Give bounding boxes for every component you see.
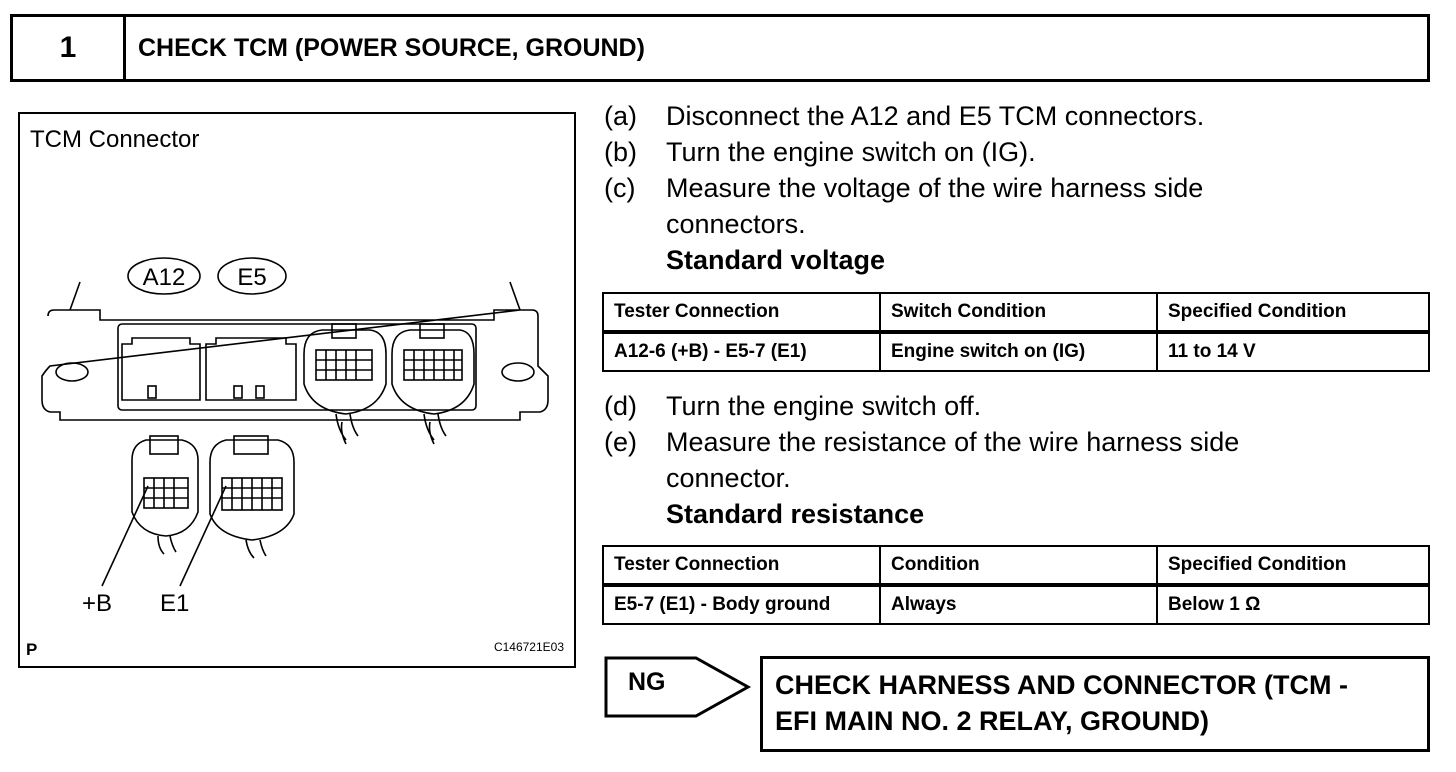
table-header-cell: Specified Condition <box>1156 292 1430 334</box>
step-text: Measure the voltage of the wire harness … <box>666 173 1204 239</box>
step-header: 1 CHECK TCM (POWER SOURCE, GROUND) <box>10 14 1430 82</box>
table-header-row: Tester Connection Switch Condition Speci… <box>602 292 1430 334</box>
table-header-cell: Tester Connection <box>602 545 881 587</box>
step-text: Turn the engine switch on (IG). <box>666 137 1036 167</box>
illustration-code: C146721E03 <box>493 640 564 654</box>
standard-resistance-table: Tester Connection Condition Specified Co… <box>602 545 1430 625</box>
procedure-steps-part2: (d) Turn the engine switch off. (e) Meas… <box>604 388 1434 532</box>
table-header-cell: Switch Condition <box>879 292 1158 334</box>
table-cell: Always <box>879 584 1158 625</box>
step-letter: (d) <box>604 391 637 421</box>
step-letter: (e) <box>604 427 637 457</box>
step-letter: (b) <box>604 137 637 167</box>
ng-action-line2: EFI MAIN NO. 2 RELAY, GROUND) <box>775 706 1210 736</box>
step-text: Disconnect the A12 and E5 TCM connectors… <box>666 101 1205 131</box>
standard-voltage-table: Tester Connection Switch Condition Speci… <box>602 292 1430 372</box>
connector-label-a12: A12 <box>143 264 186 291</box>
procedure-steps-part1: (a) Disconnect the A12 and E5 TCM connec… <box>604 98 1434 278</box>
table-cell: E5-7 (E1) - Body ground <box>602 584 881 625</box>
table-header-cell: Specified Condition <box>1156 545 1430 587</box>
table-header-cell: Condition <box>879 545 1158 587</box>
connector-figure: A12 E5 TCM Connector +B E1 P C146721E03 <box>18 112 576 668</box>
step-letter: (c) <box>604 173 636 203</box>
ng-action-box: CHECK HARNESS AND CONNECTOR (TCM - EFI M… <box>760 656 1430 752</box>
step-item: (a) Disconnect the A12 and E5 TCM connec… <box>604 98 1434 134</box>
standard-resistance-title: Standard resistance <box>666 499 925 529</box>
pin-label-e1: E1 <box>160 590 190 617</box>
step-item: (d) Turn the engine switch off. <box>604 388 1434 424</box>
table-cell: 11 to 14 V <box>1156 331 1430 372</box>
figure-title: TCM Connector <box>30 126 200 153</box>
step-text: Measure the resistance of the wire harne… <box>666 427 1240 493</box>
ng-label: NG <box>628 668 666 696</box>
table-row: A12-6 (+B) - E5-7 (E1) Engine switch on … <box>602 331 1430 372</box>
table-header-cell: Tester Connection <box>602 292 881 334</box>
table-cell: Below 1 Ω <box>1156 584 1430 625</box>
step-number: 1 <box>13 17 126 79</box>
table-header-row: Tester Connection Condition Specified Co… <box>602 545 1430 587</box>
step-item: (e) Measure the resistance of the wire h… <box>604 424 1434 496</box>
corner-mark: P <box>26 640 38 659</box>
ng-indicator: NG <box>604 656 754 723</box>
ng-arrow-icon <box>604 656 752 718</box>
pin-label-plus-b: +B <box>82 590 113 617</box>
connector-label-e5: E5 <box>237 264 266 291</box>
table-row: E5-7 (E1) - Body ground Always Below 1 Ω <box>602 584 1430 625</box>
step-item: (b) Turn the engine switch on (IG). <box>604 134 1434 170</box>
table-cell: Engine switch on (IG) <box>879 331 1158 372</box>
step-title: CHECK TCM (POWER SOURCE, GROUND) <box>138 33 645 62</box>
step-item: (c) Measure the voltage of the wire harn… <box>604 170 1434 242</box>
step-text: Turn the engine switch off. <box>666 391 982 421</box>
ng-action-line1: CHECK HARNESS AND CONNECTOR (TCM - <box>775 670 1348 700</box>
step-letter: (a) <box>604 101 637 131</box>
tcm-connector-illustration: A12 E5 <box>41 257 549 587</box>
table-cell: A12-6 (+B) - E5-7 (E1) <box>602 331 881 372</box>
standard-voltage-title: Standard voltage <box>666 245 886 275</box>
